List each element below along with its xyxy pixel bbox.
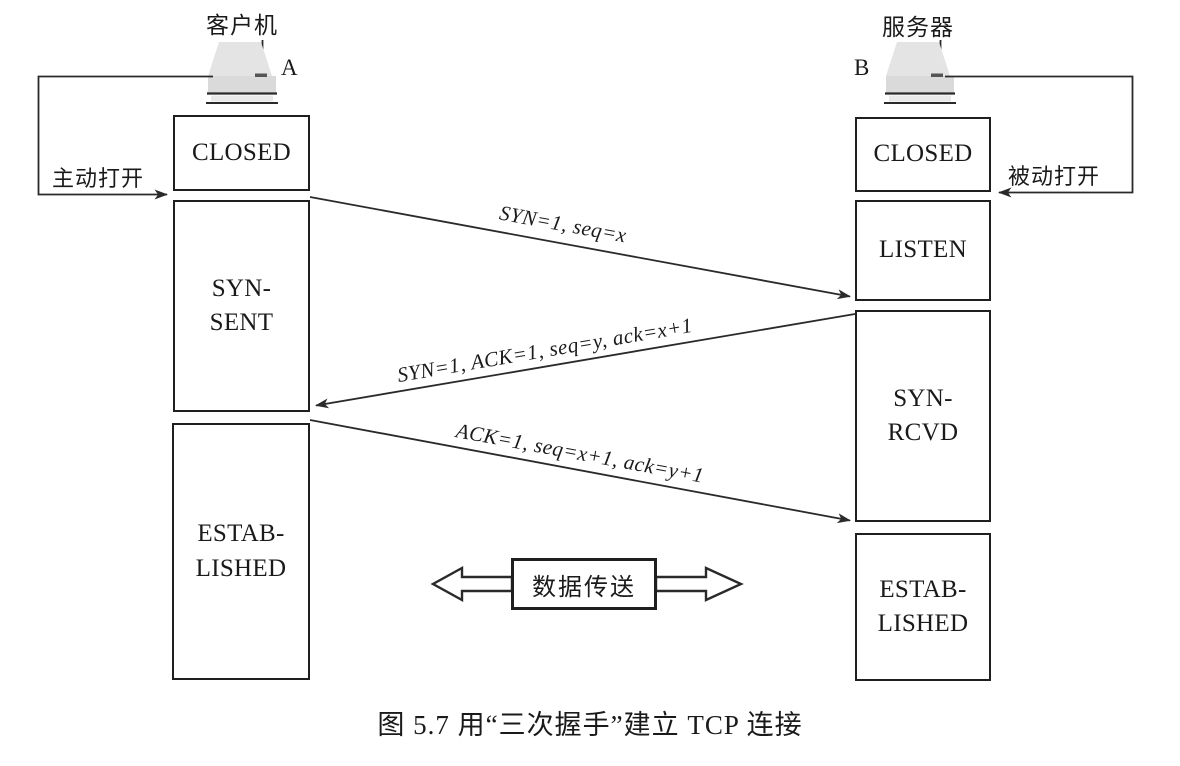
state-label: LISHED	[877, 610, 969, 637]
client-computer-icon	[206, 40, 278, 104]
server-computer-icon	[884, 40, 956, 104]
client-state-syn-sent: SYN- SENT	[173, 200, 310, 412]
active-open-arrow	[37, 75, 213, 200]
state-label: CLOSED	[191, 138, 292, 166]
figure-caption: 图 5.7 用“三次握手”建立 TCP 连接	[377, 710, 803, 740]
state-label: ESTAB-	[197, 520, 285, 547]
synack-arrow	[315, 313, 856, 409]
state-label: SENT	[209, 309, 274, 336]
client-state-established: ESTAB- LISHED	[172, 423, 310, 680]
state-label: SYN-	[211, 274, 272, 302]
syn-arrow	[309, 196, 851, 300]
server-state-established: ESTAB- LISHED	[855, 533, 991, 681]
client-state-closed: CLOSED	[173, 115, 310, 191]
client-title: 客户机	[206, 13, 278, 38]
state-label: SYN-	[893, 384, 953, 412]
data-transfer-box: 数据传送	[511, 558, 657, 610]
passive-open-arrow	[945, 75, 1134, 198]
state-label: CLOSED	[873, 140, 973, 168]
passive-open-label: 被动打开	[1008, 164, 1101, 189]
server-title: 服务器	[882, 15, 954, 40]
active-open-label: 主动打开	[52, 166, 145, 191]
state-label: ESTAB-	[879, 575, 967, 603]
state-label: LISHED	[195, 554, 287, 582]
server-state-listen: LISTEN	[855, 200, 991, 301]
ack-arrow	[309, 419, 851, 524]
state-label: RCVD	[887, 419, 959, 446]
data-transfer-left-arrow	[430, 565, 514, 603]
data-transfer-label: 数据传送	[532, 574, 636, 601]
data-transfer-right-arrow	[654, 566, 744, 602]
state-label: LISTEN	[879, 236, 967, 264]
server-state-closed: CLOSED	[855, 117, 991, 192]
client-node-id: A	[281, 55, 298, 80]
server-node-id: B	[854, 55, 870, 80]
server-state-syn-rcvd: SYN- RCVD	[855, 310, 991, 522]
